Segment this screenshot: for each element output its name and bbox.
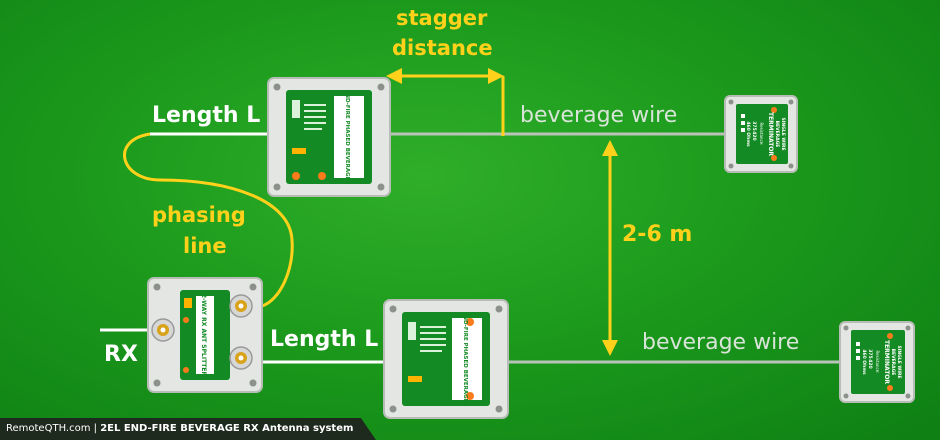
footer-site: RemoteQTH.com: [6, 423, 91, 434]
terminator-bottom-line1: SINGLE WIRE: [896, 345, 902, 378]
terminator-bottom-line2: BEVERAGE: [890, 349, 896, 376]
separation-arrow: [602, 140, 618, 356]
combiner-bottom-text: END-FIRE PHASED BEVERAGES: [462, 312, 468, 407]
terminator-top-opt3: 420: [751, 131, 757, 140]
combiner-box-bottom: [383, 299, 509, 419]
footer-separator: |: [90, 423, 101, 434]
terminator-top-opt2: 375: [751, 121, 757, 130]
phasing-line-cable: [123, 132, 294, 308]
stagger-label-line1: stagger: [396, 6, 488, 30]
stagger-distance-arrow: [386, 68, 505, 136]
connector-rx: [151, 318, 175, 342]
terminator-box-top: [724, 95, 798, 173]
terminator-bottom-opt4: 460 Ohms: [861, 349, 867, 375]
terminator-top-opt4: 460 Ohms: [745, 121, 751, 147]
stagger-label-line2: distance: [392, 36, 493, 60]
terminator-bottom-opt1: Resistance:: [875, 351, 880, 374]
connector-out-1: [229, 294, 253, 318]
beverage-wire-label-top: beverage wire: [520, 103, 678, 128]
terminator-bottom-opt3: 420: [867, 359, 873, 368]
beverage-wire-label-bottom: beverage wire: [642, 330, 800, 355]
length-label-bottom: Length L: [270, 327, 379, 352]
connector-out-2: [229, 346, 253, 370]
footer-bar: RemoteQTH.com | 2EL END-FIRE BEVERAGE RX…: [0, 418, 376, 440]
phasing-label-line2: line: [183, 234, 227, 258]
terminator-top-opt1: Resistance:: [759, 123, 764, 146]
length-label-top: Length L: [152, 103, 261, 128]
terminator-box-bottom: [839, 321, 915, 403]
phasing-label-line1: phasing: [152, 203, 246, 227]
terminator-bottom-opt2: 375: [867, 349, 873, 358]
footer-title: 2EL END-FIRE BEVERAGE RX Antenna system: [100, 423, 354, 434]
terminator-top-line3: TERMINATOR: [767, 112, 774, 156]
combiner-box-top: [267, 77, 391, 197]
terminator-top-line1: SINGLE WIRE: [780, 117, 786, 150]
splitter-text: 2-WAY RX ANT SPLITTER: [200, 294, 207, 377]
rx-label: RX: [104, 342, 138, 367]
terminator-bottom-line3: TERMINATOR: [883, 340, 890, 384]
separation-label: 2-6 m: [622, 222, 693, 247]
terminator-top-line2: BEVERAGE: [774, 121, 780, 148]
combiner-top-text: END-FIRE PHASED BEVERAGES: [344, 90, 350, 185]
